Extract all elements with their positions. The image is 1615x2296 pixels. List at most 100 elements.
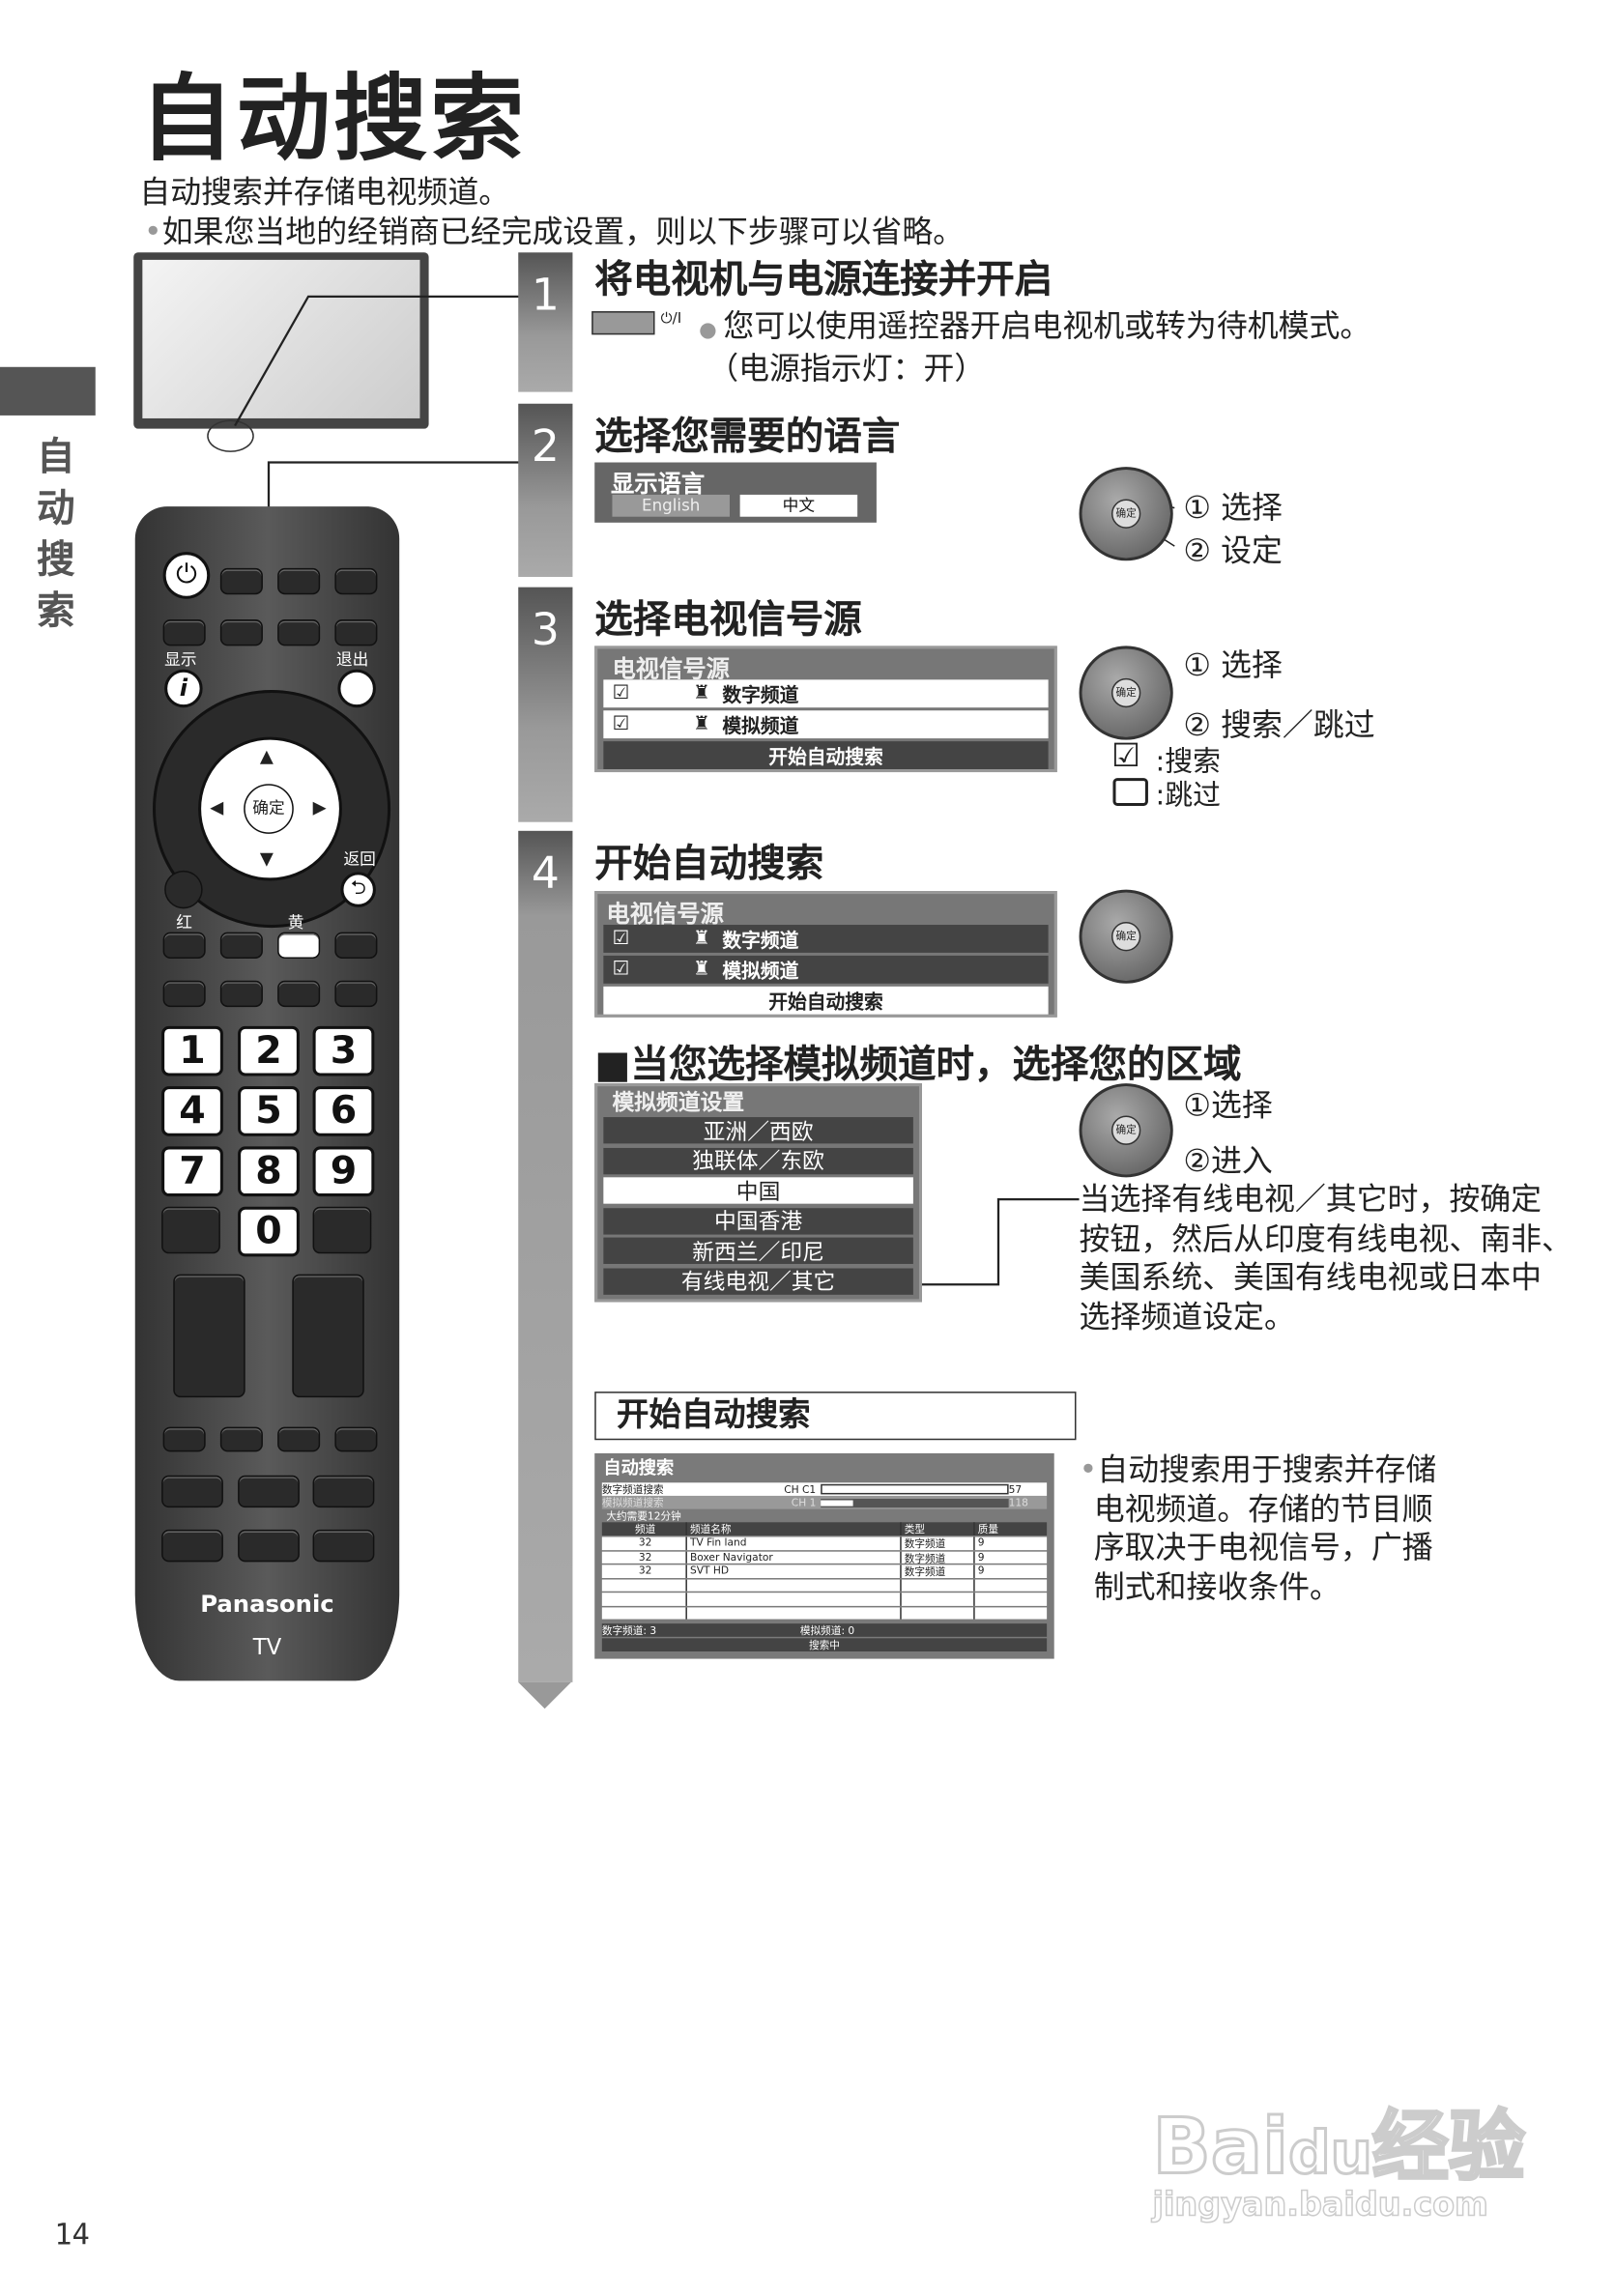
remote-button[interactable] bbox=[161, 1206, 220, 1254]
step-1-title: 将电视机与电源连接并开启 bbox=[594, 258, 1053, 302]
region-option[interactable]: 新西兰／印尼 bbox=[603, 1237, 913, 1265]
model-label: TV bbox=[252, 1633, 282, 1661]
remote-dpad-icon: 确定 bbox=[1079, 467, 1173, 561]
remote-button[interactable] bbox=[162, 1426, 206, 1452]
region-option[interactable]: 中国 bbox=[603, 1177, 913, 1204]
checkbox-checked-icon: ☑ bbox=[1110, 738, 1140, 776]
scan-status: 搜索中 bbox=[601, 1638, 1048, 1651]
display-label: 显示 bbox=[164, 649, 197, 670]
remote-button[interactable] bbox=[312, 1206, 372, 1254]
remote-button[interactable] bbox=[334, 567, 378, 595]
remote-button[interactable] bbox=[277, 619, 321, 646]
info-button[interactable]: i bbox=[164, 669, 203, 708]
remote-button[interactable] bbox=[161, 1475, 223, 1508]
color-button[interactable] bbox=[334, 932, 378, 959]
source-digital[interactable]: ☑♜数字频道 bbox=[603, 925, 1049, 953]
menu-title: 电视信号源 bbox=[606, 900, 724, 929]
arrow-down-icon[interactable]: ▼ bbox=[259, 848, 274, 870]
exit-button[interactable] bbox=[337, 669, 376, 708]
language-option-english[interactable]: English bbox=[612, 494, 730, 517]
region-option[interactable]: 有线电视／其它 bbox=[603, 1267, 913, 1295]
channel-rocker[interactable] bbox=[292, 1274, 364, 1398]
step-end-arrow bbox=[518, 1681, 571, 1709]
remote-button[interactable] bbox=[219, 1426, 263, 1452]
remote-button[interactable] bbox=[238, 1529, 300, 1563]
remote-button[interactable] bbox=[277, 567, 321, 595]
power-indicator-highlight bbox=[207, 419, 254, 452]
legend-search: :搜索 bbox=[1155, 745, 1221, 779]
menu-title: 电视信号源 bbox=[612, 654, 731, 683]
number-key-6[interactable]: 6 bbox=[312, 1086, 375, 1136]
color-button[interactable] bbox=[277, 980, 321, 1008]
region-heading: ■当您选择模拟频道时，选择您的区域 bbox=[594, 1044, 1242, 1088]
start-search-heading: 开始自动搜索 bbox=[594, 1392, 1077, 1441]
return-button[interactable]: ⮌ bbox=[340, 872, 376, 907]
color-button[interactable] bbox=[219, 932, 263, 959]
remote-button[interactable] bbox=[277, 1426, 321, 1452]
region-option[interactable]: 中国香港 bbox=[603, 1207, 913, 1235]
tv-illustration bbox=[133, 252, 429, 429]
intro-note: •如果您当地的经销商已经完成设置，则以下步骤可以省略。 bbox=[143, 214, 965, 250]
number-key-4[interactable]: 4 bbox=[161, 1086, 223, 1136]
signal-source-menu-start: 电视信号源 ☑♜数字频道 ☑♜模拟频道 开始自动搜索 bbox=[594, 891, 1057, 1018]
eta-text: 大约需要12分钟 bbox=[606, 1510, 681, 1523]
number-key-7[interactable]: 7 bbox=[161, 1146, 223, 1197]
remote-button[interactable] bbox=[312, 1529, 375, 1563]
remote-button[interactable] bbox=[219, 619, 263, 646]
arrow-up-icon[interactable]: ▲ bbox=[259, 745, 274, 766]
step-3-bar: 3 bbox=[518, 587, 573, 822]
number-key-8[interactable]: 8 bbox=[238, 1146, 300, 1197]
step-number: 2 bbox=[531, 420, 560, 474]
language-option-chinese[interactable]: 中文 bbox=[739, 494, 858, 517]
remote-dpad-icon: 确定 bbox=[1079, 1083, 1173, 1178]
volume-rocker[interactable] bbox=[173, 1274, 245, 1398]
step-4-bar: 4 bbox=[518, 830, 573, 1682]
checkbox-empty-icon bbox=[1112, 778, 1148, 806]
start-search-button[interactable]: 开始自动搜索 bbox=[603, 741, 1049, 770]
ok-button[interactable]: 确定 bbox=[244, 784, 294, 834]
color-button[interactable] bbox=[334, 980, 378, 1008]
remote-button[interactable] bbox=[334, 1426, 378, 1452]
number-key-1[interactable]: 1 bbox=[161, 1025, 223, 1076]
arrow-right-icon[interactable]: ▶ bbox=[312, 796, 327, 818]
number-key-3[interactable]: 3 bbox=[312, 1025, 375, 1076]
table-row bbox=[601, 1593, 1048, 1606]
remote-ok-icon: 确定 bbox=[1079, 889, 1173, 984]
checkbox-checked-icon: ☑ bbox=[612, 928, 630, 950]
analog-progress-bar bbox=[821, 1498, 1009, 1507]
step-4-title: 开始自动搜索 bbox=[594, 842, 824, 887]
number-key-5[interactable]: 5 bbox=[238, 1086, 300, 1136]
source-analog[interactable]: ☑♜模拟频道 bbox=[603, 710, 1049, 739]
step-2-bar: 2 bbox=[518, 403, 573, 578]
region-option[interactable]: 亚洲／西欧 bbox=[603, 1117, 913, 1144]
scan-note: •自动搜索用于搜索并存储电视频道。存储的节目顺序取决于电视信号，广播制式和接收条… bbox=[1079, 1451, 1437, 1604]
remote-button[interactable] bbox=[162, 619, 206, 646]
power-button[interactable]: ⏻ bbox=[162, 552, 211, 599]
round-button[interactable] bbox=[164, 870, 203, 909]
step-number: 4 bbox=[531, 848, 560, 901]
color-button[interactable] bbox=[162, 980, 206, 1008]
remote-button[interactable] bbox=[161, 1529, 223, 1563]
step-1-bar: 1 bbox=[518, 252, 573, 392]
step-1-note-2: （电源指示灯：开） bbox=[707, 351, 986, 387]
color-button[interactable] bbox=[277, 932, 321, 959]
remote-button[interactable] bbox=[238, 1475, 300, 1508]
arrow-left-icon[interactable]: ◀ bbox=[210, 796, 224, 818]
region-option[interactable]: 独联体／东欧 bbox=[603, 1147, 913, 1174]
source-digital[interactable]: ☑♜数字频道 bbox=[603, 679, 1049, 708]
number-key-9[interactable]: 9 bbox=[312, 1146, 375, 1197]
dpad[interactable]: ▲ ▼ ◀ ▶ 确定 bbox=[198, 736, 342, 881]
source-analog[interactable]: ☑♜模拟频道 bbox=[603, 955, 1049, 984]
number-key-0[interactable]: 0 bbox=[238, 1206, 300, 1257]
select-label: ① 选择 bbox=[1183, 490, 1283, 526]
remote-button[interactable] bbox=[312, 1475, 375, 1508]
number-key-2[interactable]: 2 bbox=[238, 1025, 300, 1076]
digital-progress-bar bbox=[821, 1483, 1009, 1495]
color-button[interactable] bbox=[162, 932, 206, 959]
remote-button[interactable] bbox=[334, 619, 378, 646]
remote-button[interactable] bbox=[219, 567, 263, 595]
color-button[interactable] bbox=[219, 980, 263, 1008]
start-search-button[interactable]: 开始自动搜索 bbox=[603, 986, 1049, 1015]
